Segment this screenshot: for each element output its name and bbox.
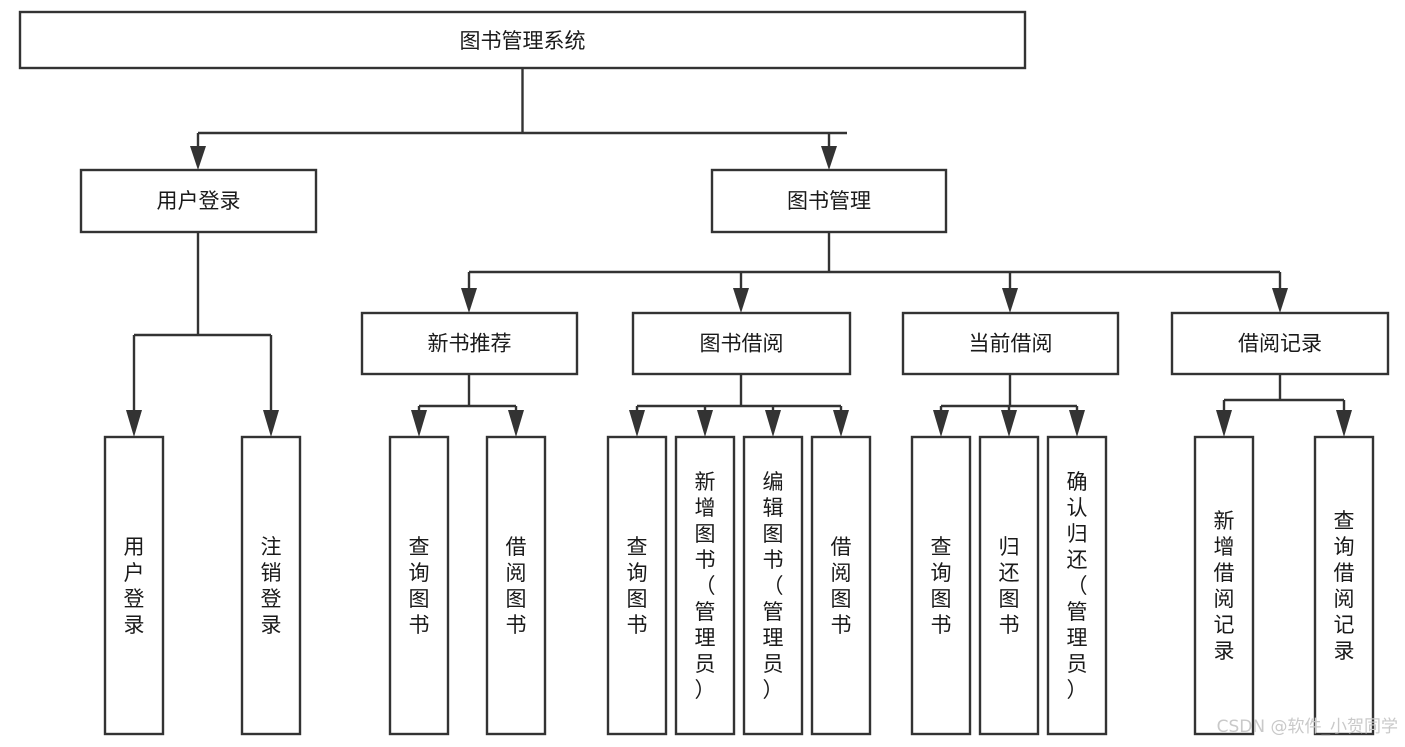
node-root-box[interactable] [18, 10, 1027, 70]
node-leaf-query-book-recommend-label: 查询图书 [409, 535, 430, 637]
node-current-borrow-box[interactable] [901, 311, 1120, 376]
node-leaf-confirm-return[interactable]: 确认归还（管理员） [1046, 435, 1108, 736]
node-user-login-label: 用户登录 [157, 189, 241, 213]
node-leaf-user-login[interactable]: 用户登录 [103, 435, 165, 736]
node-leaf-query-book-recommend-box[interactable] [388, 435, 450, 736]
node-leaf-return-book-box[interactable] [978, 435, 1040, 736]
node-layer: 图书管理系统 用户登录 图书管理 新书推荐 图书借阅 当前 [18, 10, 1390, 736]
node-new-book-recommend-box[interactable] [360, 311, 579, 376]
connector-layer [126, 68, 1352, 437]
node-leaf-add-book-label: 新增图书（管理员） [695, 470, 716, 702]
node-leaf-query-borrow-record-label: 查询借阅记录 [1334, 509, 1355, 663]
arrow-head-leaf-edit-book [765, 410, 781, 437]
arrow-head-book-borrow [733, 288, 749, 313]
node-book-management-label: 图书管理 [787, 189, 871, 213]
node-leaf-borrow-book-label: 借阅图书 [831, 535, 852, 637]
arrow-head-leaf-user-login [126, 410, 142, 437]
arrow-head-leaf-query-book-borrow [629, 410, 645, 437]
node-leaf-query-book-current-box[interactable] [910, 435, 972, 736]
node-leaf-add-borrow-record-box[interactable] [1193, 435, 1255, 736]
node-leaf-logout-label: 注销登录 [261, 535, 282, 637]
arrow-head-current-borrow [1002, 288, 1018, 313]
node-leaf-borrow-book-box[interactable] [810, 435, 872, 736]
arrow-head-book-management [821, 146, 837, 170]
node-leaf-query-book-current-label: 查询图书 [931, 535, 952, 637]
node-book-management[interactable]: 图书管理 [710, 168, 948, 234]
node-user-login[interactable]: 用户登录 [79, 168, 318, 234]
node-leaf-confirm-return-label: 确认归还（管理员） [1067, 470, 1088, 702]
node-leaf-logout-box[interactable] [240, 435, 302, 736]
node-book-management-box[interactable] [710, 168, 948, 234]
node-leaf-query-borrow-record[interactable]: 查询借阅记录 [1313, 435, 1375, 736]
node-leaf-borrow-book[interactable]: 借阅图书 [810, 435, 872, 736]
arrow-head-leaf-confirm-return [1069, 410, 1085, 437]
node-root-label: 图书管理系统 [460, 29, 586, 53]
arrow-head-leaf-add-borrow-record [1216, 410, 1232, 437]
arrow-head-user-login [190, 146, 206, 170]
node-leaf-user-login-label: 用户登录 [124, 535, 145, 637]
node-leaf-query-book-recommend[interactable]: 查询图书 [388, 435, 450, 736]
arrow-head-leaf-borrow-book [833, 410, 849, 437]
arrow-head-leaf-query-book-current [933, 410, 949, 437]
node-leaf-return-book-label: 归还图书 [999, 535, 1020, 637]
arrow-head-leaf-borrow-book-recommend [508, 410, 524, 437]
node-book-borrow[interactable]: 图书借阅 [631, 311, 852, 376]
node-leaf-add-book[interactable]: 新增图书（管理员） [674, 435, 736, 736]
node-leaf-edit-book-box[interactable] [742, 435, 804, 736]
node-current-borrow-label: 当前借阅 [969, 332, 1053, 356]
node-leaf-borrow-book-recommend[interactable]: 借阅图书 [485, 435, 547, 736]
node-book-borrow-box[interactable] [631, 311, 852, 376]
node-leaf-borrow-book-recommend-label: 借阅图书 [506, 535, 527, 637]
arrow-head-borrow-records [1272, 288, 1288, 313]
node-leaf-borrow-book-recommend-box[interactable] [485, 435, 547, 736]
arrow-head-leaf-logout [263, 410, 279, 437]
arrow-head-leaf-query-book-recommend [411, 410, 427, 437]
node-leaf-return-book[interactable]: 归还图书 [978, 435, 1040, 736]
node-borrow-records[interactable]: 借阅记录 [1170, 311, 1390, 376]
node-current-borrow[interactable]: 当前借阅 [901, 311, 1120, 376]
node-leaf-query-book-current[interactable]: 查询图书 [910, 435, 972, 736]
node-user-login-box[interactable] [79, 168, 318, 234]
node-leaf-edit-book-label: 编辑图书（管理员） [763, 470, 784, 702]
node-borrow-records-box[interactable] [1170, 311, 1390, 376]
arrow-head-leaf-return-book [1001, 410, 1017, 437]
arrow-head-leaf-query-borrow-record [1336, 410, 1352, 437]
node-borrow-records-label: 借阅记录 [1238, 332, 1322, 356]
arrow-head-new-book-recommend [461, 288, 477, 313]
node-leaf-add-borrow-record-label: 新增借阅记录 [1214, 509, 1235, 663]
node-leaf-add-book-box[interactable] [674, 435, 736, 736]
node-root[interactable]: 图书管理系统 [18, 10, 1027, 70]
node-leaf-add-borrow-record[interactable]: 新增借阅记录 [1193, 435, 1255, 736]
csdn-watermark: CSDN @软件_小贺同学 [1217, 717, 1398, 737]
node-leaf-query-book-borrow-box[interactable] [606, 435, 668, 736]
node-leaf-query-borrow-record-box[interactable] [1313, 435, 1375, 736]
node-book-borrow-label: 图书借阅 [700, 332, 784, 356]
arrow-head-leaf-add-book [697, 410, 713, 437]
node-leaf-user-login-box[interactable] [103, 435, 165, 736]
node-leaf-query-book-borrow[interactable]: 查询图书 [606, 435, 668, 736]
node-new-book-recommend-label: 新书推荐 [428, 332, 512, 356]
node-leaf-edit-book[interactable]: 编辑图书（管理员） [742, 435, 804, 736]
node-leaf-logout[interactable]: 注销登录 [240, 435, 302, 736]
node-new-book-recommend[interactable]: 新书推荐 [360, 311, 579, 376]
node-leaf-query-book-borrow-label: 查询图书 [627, 535, 648, 637]
node-leaf-confirm-return-box[interactable] [1046, 435, 1108, 736]
